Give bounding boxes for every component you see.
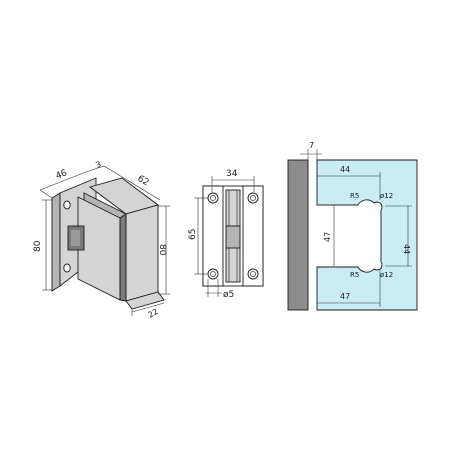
hinge-knuckle-highlight (71, 230, 80, 246)
dim-80-left-label: 80 (33, 240, 43, 252)
dim-line-22 (131, 302, 165, 313)
dim-80-right-label: 80 (157, 244, 167, 256)
dim-44-right-label: 44 (402, 244, 411, 254)
front-screw-hole-bl (207, 268, 219, 280)
dim-44-top-label: 44 (340, 165, 350, 174)
dim-line-3 (85, 165, 105, 173)
dim-22-label: 22 (147, 307, 160, 320)
r5-bottom-label: R5 (350, 271, 359, 279)
dim-3-label: 3 (94, 160, 102, 170)
front-left-leaf (202, 185, 224, 287)
dim-47-bottom-label: 47 (340, 292, 350, 301)
front-screw-hole-tr (247, 192, 259, 204)
dim-line-46 (39, 171, 87, 191)
d12-bottom-label: ø12 (380, 271, 393, 279)
cutout-view: 7 44 R5 ø12 47 44 R5 ø12 47 (287, 141, 418, 311)
glass-panel (316, 159, 418, 311)
clamp-edge (119, 213, 127, 302)
glass-strip (125, 291, 165, 310)
front-screw-hole-bl-inner (210, 271, 216, 277)
front-screw-hole-tl (207, 192, 219, 204)
dim-34-label: 34 (226, 169, 238, 179)
front-right-leaf (242, 185, 264, 287)
front-screw-hole-tl-inner (210, 195, 216, 201)
dim-5-label: ø5 (223, 290, 234, 300)
isometric-view: 46 3 62 80 80 22 (33, 160, 170, 320)
dim-47-vertical-label: 47 (323, 232, 332, 242)
front-screw-hole-br-inner (250, 271, 256, 277)
front-screw-hole-br (247, 268, 259, 280)
dim-7-label: 7 (309, 141, 314, 150)
r5-top-label: R5 (350, 192, 359, 200)
knuckle-band (225, 225, 241, 249)
dim-46-label: 46 (54, 168, 69, 182)
wall-plate-screw-hole (63, 200, 71, 210)
front-screw-hole-tr-inner (250, 195, 256, 201)
wall-plate-screw-hole (63, 263, 71, 273)
wall-plate-side (51, 192, 61, 292)
clamp-front-face (125, 204, 159, 302)
front-view: 34 65 ø5 (188, 169, 264, 300)
wall-section (287, 159, 309, 311)
dim-62-label: 62 (136, 174, 151, 188)
dim-65-label: 65 (188, 229, 198, 240)
d12-top-label: ø12 (380, 192, 393, 200)
dim-ext (39, 189, 53, 199)
dim-line-62 (103, 165, 161, 201)
